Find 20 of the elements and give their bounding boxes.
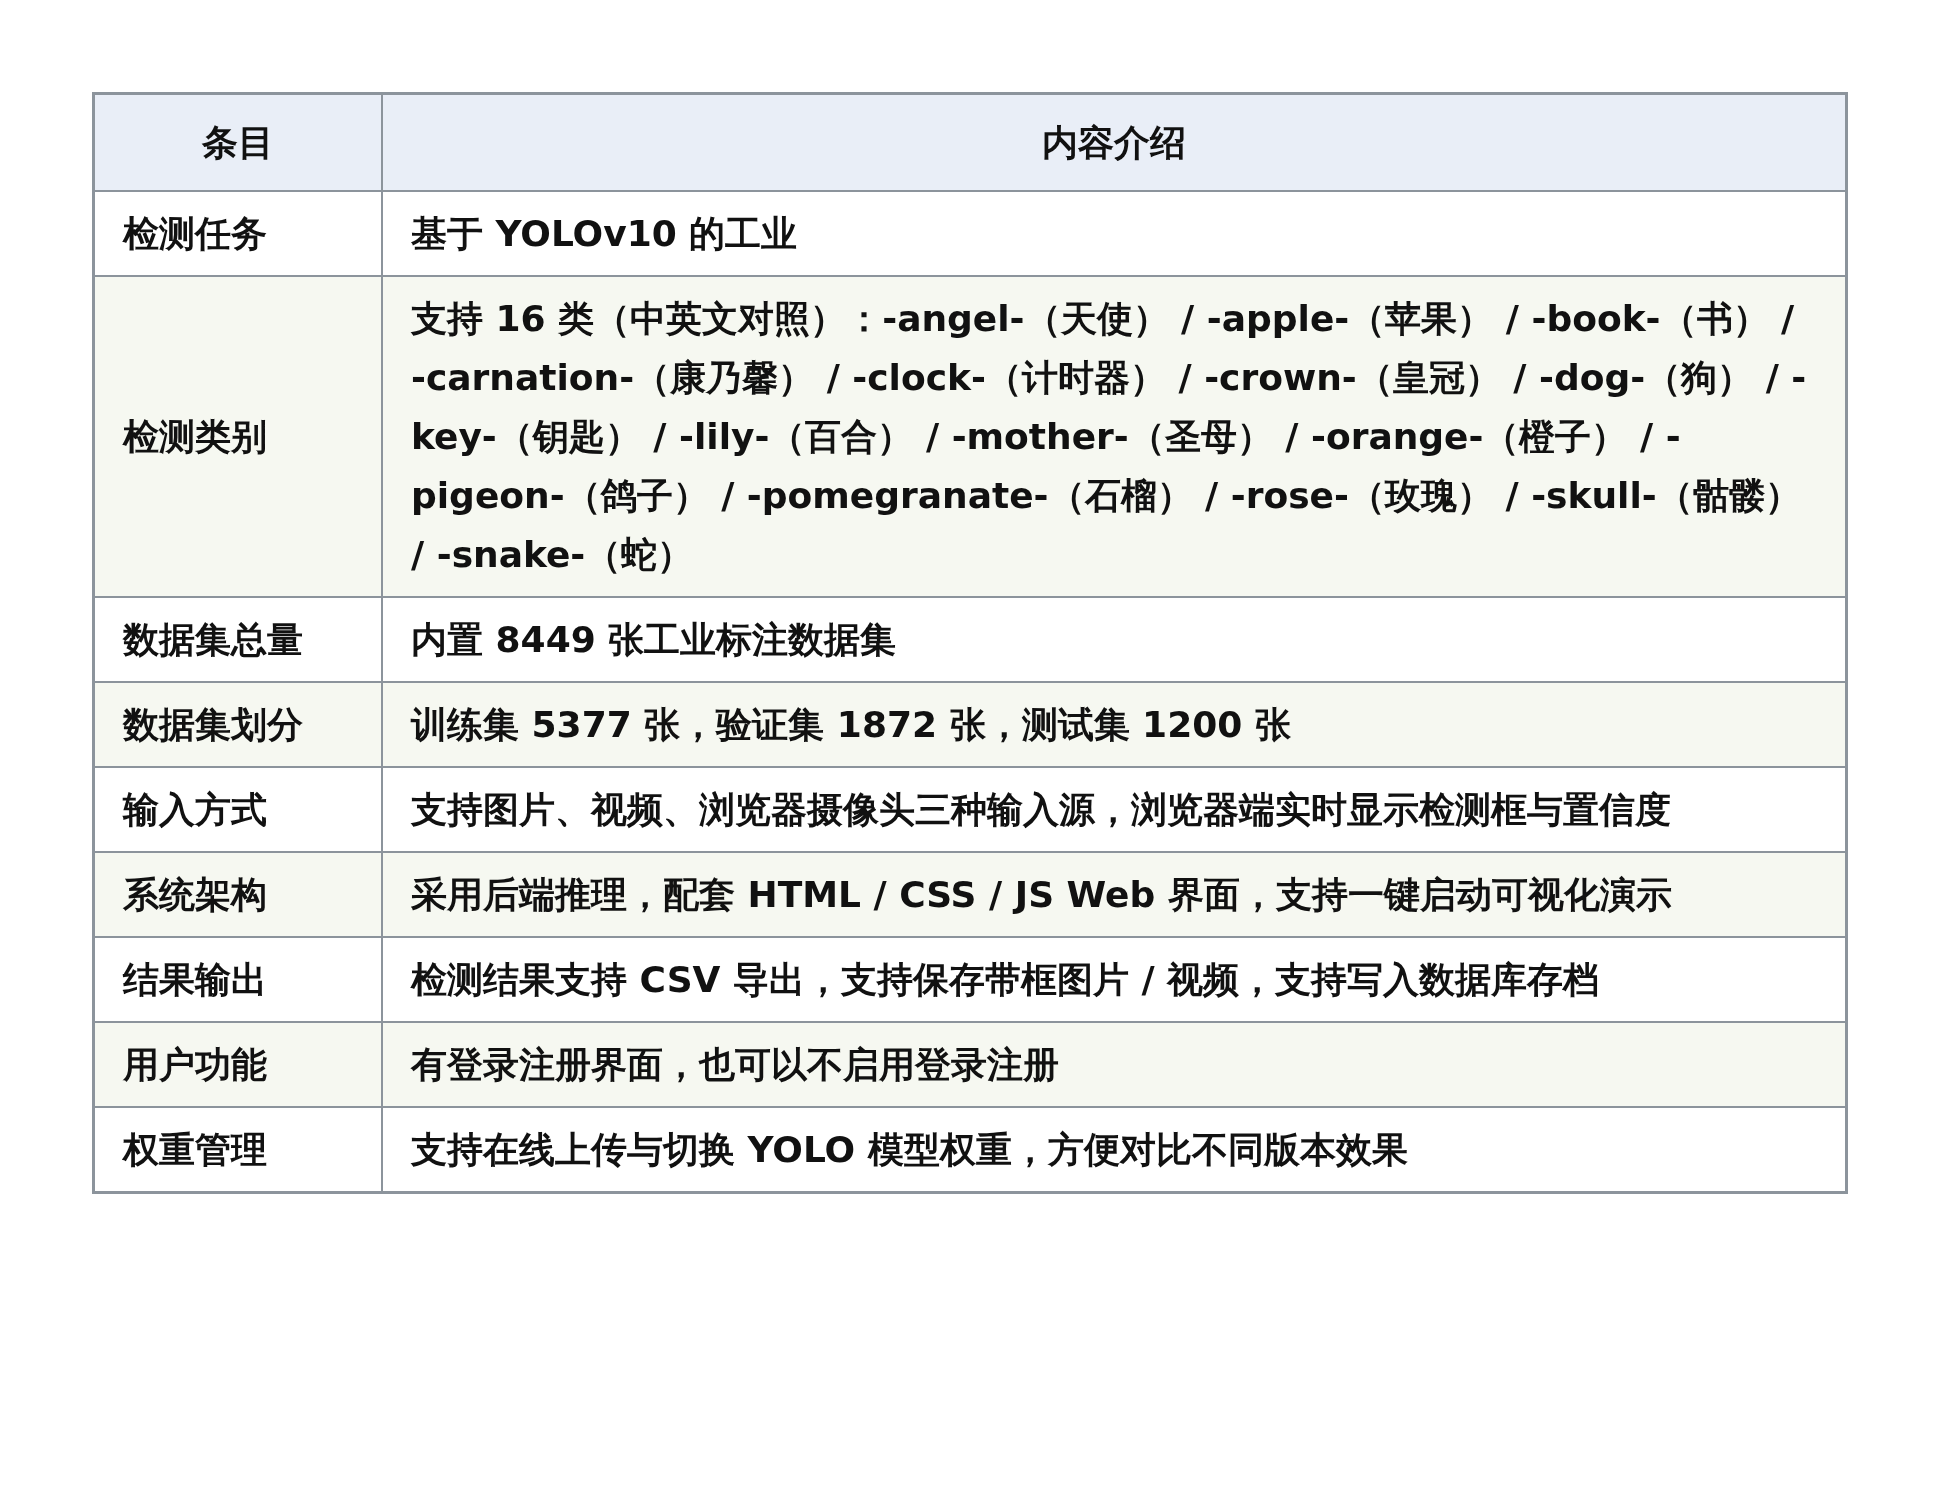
row-value: 检测结果支持 CSV 导出，支持保存带框图片 / 视频，支持写入数据库存档 xyxy=(382,937,1847,1022)
row-value: 支持在线上传与切换 YOLO 模型权重，方便对比不同版本效果 xyxy=(382,1107,1847,1193)
row-value: 支持图片、视频、浏览器摄像头三种输入源，浏览器端实时显示检测框与置信度 xyxy=(382,767,1847,852)
row-label: 检测类别 xyxy=(93,276,382,597)
row-value: 有登录注册界面，也可以不启用登录注册 xyxy=(382,1022,1847,1107)
row-value: 基于 YOLOv10 的工业 xyxy=(382,191,1847,276)
row-label: 系统架构 xyxy=(93,852,382,937)
row-label: 数据集划分 xyxy=(93,682,382,767)
column-header: 内容介绍 xyxy=(382,93,1847,191)
row-value: 训练集 5377 张，验证集 1872 张，测试集 1200 张 xyxy=(382,682,1847,767)
row-label: 输入方式 xyxy=(93,767,382,852)
column-header: 条目 xyxy=(93,93,382,191)
row-value: 支持 16 类（中英文对照）：-angel-（天使） / -apple-（苹果） / -book-（书） / -carnation-（康乃馨） / -clock-（计时器） / -crown-（皇冠） / -dog-（狗） / -key-（钥匙） / -lily-（百合） / -mother-（圣母） / -orange-（橙子） / -pigeon-（鸽子） / -pomegranate-（石榴） / -rose-（玫瑰） / -skull-（骷髅） / -snake-（蛇） xyxy=(382,276,1847,597)
row-value: 内置 8449 张工业标注数据集 xyxy=(382,597,1847,682)
row-label: 权重管理 xyxy=(93,1107,382,1193)
row-label: 数据集总量 xyxy=(93,597,382,682)
row-label: 用户功能 xyxy=(93,1022,382,1107)
row-label: 结果输出 xyxy=(93,937,382,1022)
row-value: 采用后端推理，配套 HTML / CSS / JS Web 界面，支持一键启动可视化演示 xyxy=(382,852,1847,937)
row-label: 检测任务 xyxy=(93,191,382,276)
